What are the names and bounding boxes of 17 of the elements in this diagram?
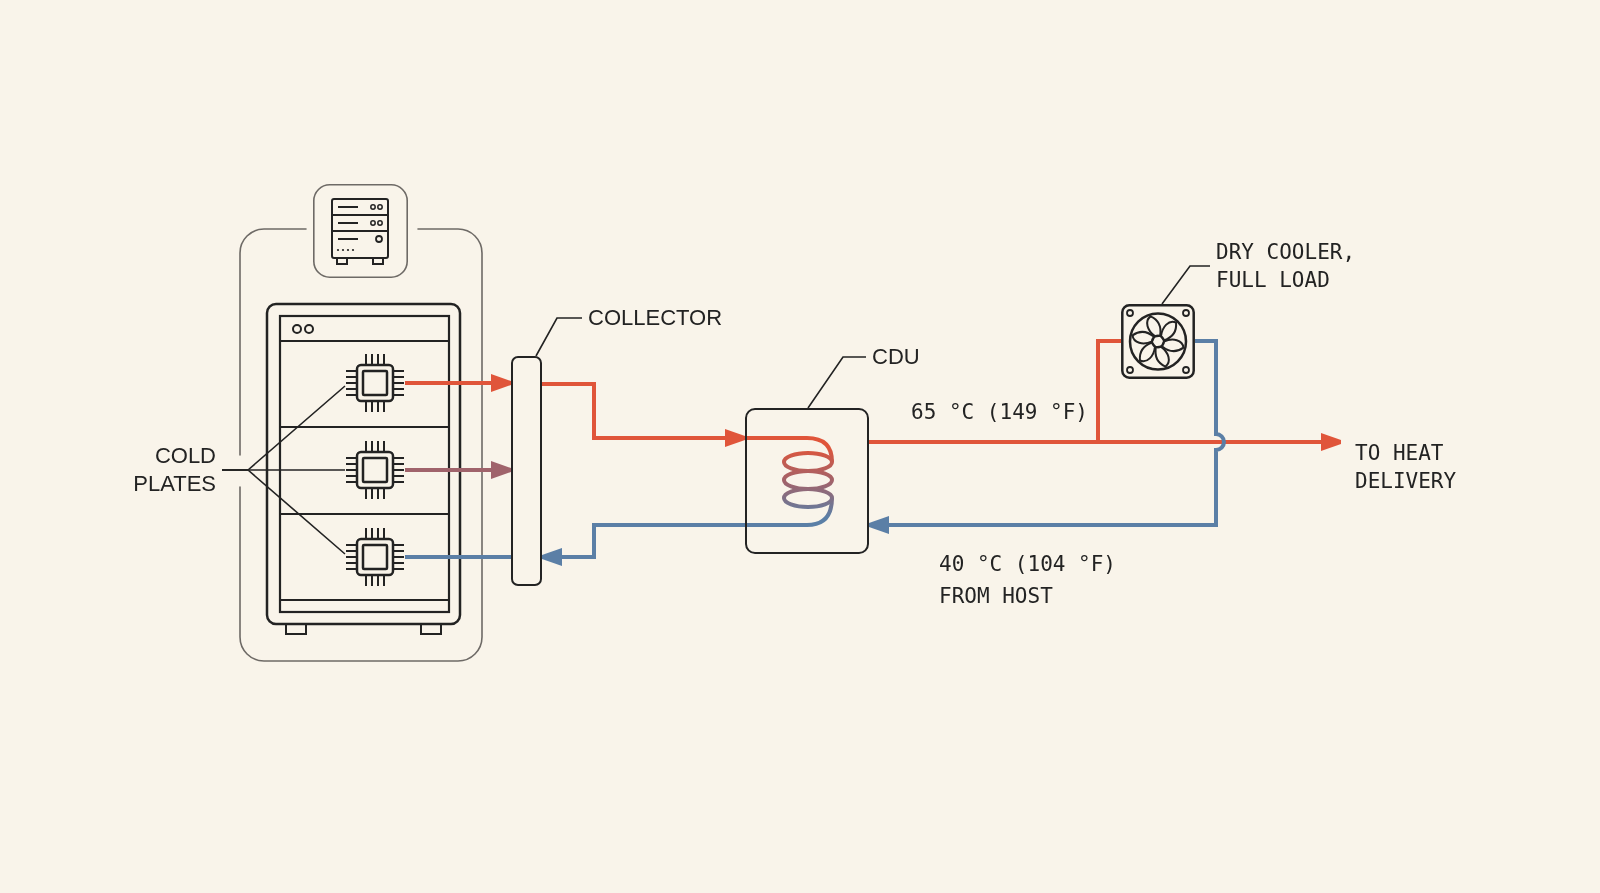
pipe-line — [405, 555, 511, 559]
collector-manifold — [511, 356, 542, 586]
pipe-line — [869, 339, 1121, 444]
fan-icon — [1121, 304, 1195, 379]
part-label: COLLECTOR — [582, 304, 738, 332]
leader-line — [1161, 265, 1211, 305]
chip-icon — [345, 527, 405, 587]
leader-line — [221, 469, 346, 555]
destination-label: TO HEAT DELIVERY — [1341, 439, 1471, 495]
cdu-unit — [745, 408, 869, 554]
part-label: COLD PLATES — [108, 442, 222, 498]
chip-icon — [345, 353, 405, 413]
leader-line — [535, 317, 583, 357]
part-label: CDU — [866, 343, 928, 371]
part-label: DRY COOLER, FULL LOAD — [1210, 238, 1382, 294]
chip-icon — [345, 440, 405, 500]
leader-line — [807, 356, 867, 409]
